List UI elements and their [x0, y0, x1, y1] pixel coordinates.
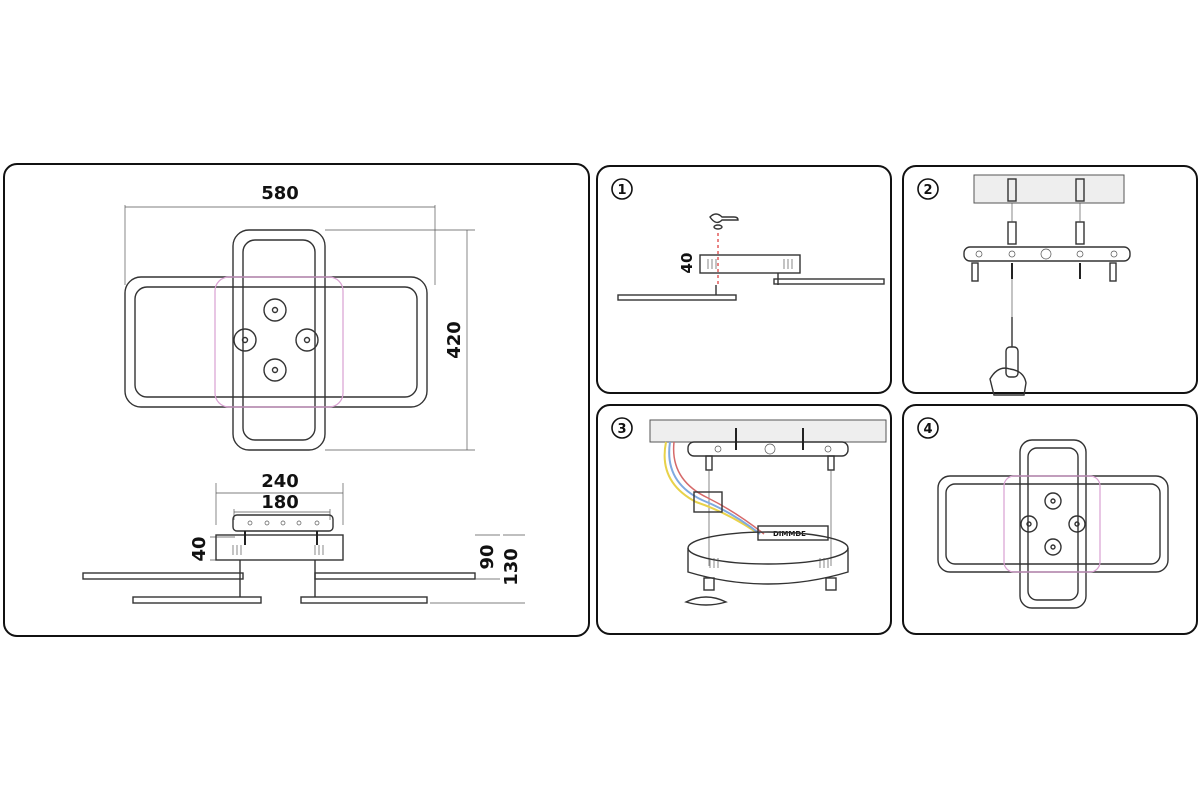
- step-1-badge: [611, 178, 633, 200]
- lamp-side-view: [82, 514, 476, 604]
- step-2-number: 2: [923, 183, 932, 198]
- base-height-dimension: 40: [189, 536, 210, 561]
- step-1-number: 1: [617, 183, 626, 198]
- mounting-bracket: [687, 441, 849, 457]
- dimensions-drawing: 580 420 240 180: [82, 183, 525, 604]
- dimensions-panel: 580 420 240 180: [3, 163, 590, 637]
- lamp-assembled-view: [937, 439, 1169, 609]
- driver-box: [757, 525, 829, 541]
- step-2-panel: 2: [902, 165, 1198, 396]
- terminal-block: [693, 491, 723, 513]
- step-3-number: 3: [617, 422, 626, 437]
- ceiling: [649, 419, 887, 443]
- ceiling: [973, 174, 1125, 204]
- base-inner-dimension: 180: [261, 492, 299, 513]
- step-4-badge: [917, 417, 939, 439]
- mounting-base: [699, 254, 801, 274]
- step-3-badge: [611, 417, 633, 439]
- step-1-drawing: 1 40: [611, 178, 885, 301]
- step-2-badge: [917, 178, 939, 200]
- height-dimension: 420: [444, 321, 465, 359]
- step-3-panel: 3 DIMMDE: [596, 404, 892, 635]
- wiring: [663, 441, 765, 535]
- step-4-panel: 4: [902, 404, 1198, 635]
- screw-icon: [709, 213, 739, 230]
- step-2-drawing: 2: [917, 174, 1131, 396]
- step-1-dimension: 40: [678, 253, 696, 274]
- screwdriver-icon: [989, 317, 1027, 396]
- lamp-top-view: [124, 229, 428, 451]
- mounting-bracket: [963, 246, 1131, 262]
- step-3-drawing: 3 DIMMDE: [611, 417, 887, 606]
- depth-dimension-130: 130: [501, 548, 522, 586]
- step-1-panel: 1 40: [596, 165, 892, 394]
- step-4-drawing: 4: [917, 417, 1169, 609]
- base-outer-dimension: 240: [261, 471, 299, 492]
- step-4-number: 4: [923, 422, 932, 437]
- width-dimension: 580: [261, 183, 299, 204]
- driver-label: DIMMDE: [773, 530, 806, 538]
- screw-icon: [684, 596, 728, 606]
- depth-dimension-90: 90: [477, 544, 498, 569]
